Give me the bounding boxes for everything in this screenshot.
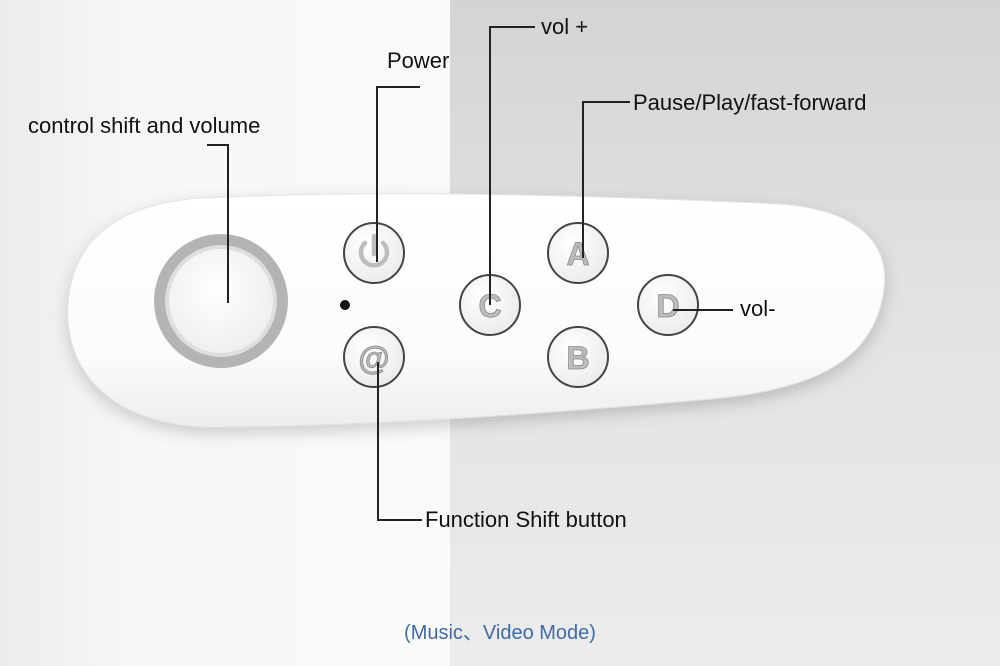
button-a-letter: A — [566, 236, 589, 272]
leader-lines — [207, 26, 733, 521]
function-shift-symbol: @ — [358, 340, 389, 376]
label-pause-play: Pause/Play/fast-forward — [633, 90, 867, 115]
indicator-led — [340, 300, 350, 310]
button-c-letter: C — [478, 288, 501, 324]
button-b[interactable]: B — [547, 326, 609, 388]
leader-line-power — [376, 86, 420, 262]
joystick-icon[interactable] — [169, 249, 273, 353]
button-a[interactable]: A — [547, 222, 609, 284]
label-power: Power — [387, 48, 450, 73]
button-b-letter: B — [566, 340, 589, 376]
function-shift-button[interactable]: @ — [343, 326, 405, 388]
leader-line-vol-up — [489, 26, 535, 305]
label-vol-down: vol- — [740, 296, 776, 321]
button-d[interactable]: D — [637, 274, 699, 336]
leader-line-joystick — [207, 144, 229, 303]
mode-caption: (Music、Video Mode) — [404, 622, 596, 644]
label-function-shift: Function Shift button — [425, 507, 627, 532]
joystick[interactable] — [154, 234, 288, 368]
leader-line-function — [377, 362, 422, 521]
leader-line-a — [582, 101, 630, 258]
power-button[interactable] — [343, 222, 405, 284]
button-d-letter: D — [656, 288, 679, 324]
label-vol-up: vol + — [541, 14, 589, 39]
label-joystick: control shift and volume — [28, 113, 261, 138]
power-icon — [358, 233, 390, 268]
